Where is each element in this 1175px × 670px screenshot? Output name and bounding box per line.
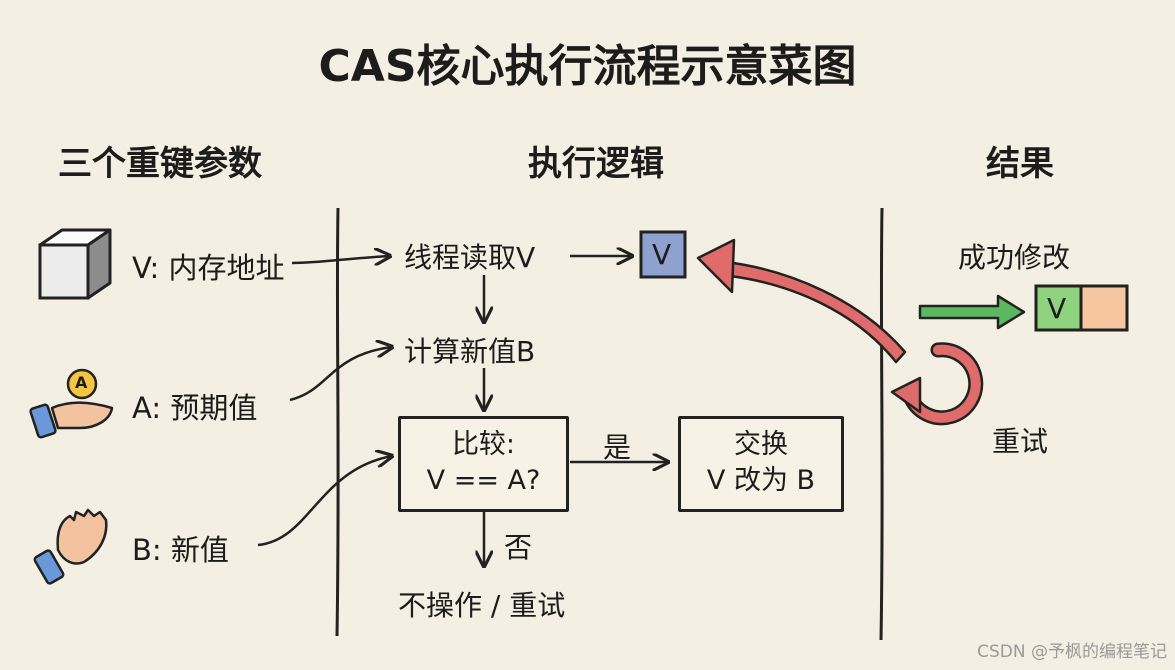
- param-b-label: B: 新值: [132, 533, 229, 567]
- cube-icon: [38, 228, 112, 300]
- arrow-v-to-read: [291, 256, 390, 263]
- swap-detail: V 改为 B: [706, 465, 816, 496]
- param-a-label: A: 预期值: [132, 391, 258, 425]
- hand-with-coin-icon: [29, 368, 114, 439]
- divider-left: [335, 207, 340, 637]
- result-success-label: 成功修改: [958, 241, 1071, 274]
- result-v-box: [1034, 284, 1083, 332]
- retry-back-arrow: [696, 238, 907, 364]
- result-v-label: V: [1047, 292, 1067, 325]
- retry-cycle-icon: [890, 342, 984, 426]
- page-title: CAS核心执行流程示意菜图: [318, 41, 857, 92]
- swap-title: 交换: [734, 429, 788, 460]
- column-header-params: 三个重键参数: [58, 144, 262, 184]
- divider-right: [879, 207, 884, 641]
- v-box: [639, 230, 687, 279]
- swap-box: 交换 V 改为 B: [678, 416, 844, 512]
- step-fail-retry: 不操作 / 重试: [398, 589, 566, 622]
- result-new-box: [1079, 284, 1129, 332]
- success-arrow: [918, 294, 1026, 330]
- result-retry-label: 重试: [992, 425, 1049, 458]
- step-read-v: 线程读取V: [404, 241, 536, 274]
- column-header-result: 结果: [986, 144, 1054, 184]
- column-header-logic: 执行逻辑: [528, 144, 664, 184]
- no-label: 否: [504, 531, 533, 564]
- compare-condition: V == A?: [426, 465, 541, 496]
- step-compute: 计算新值B: [404, 335, 536, 368]
- coin-label: A: [75, 373, 88, 392]
- arrow-a-to-compute: [289, 347, 392, 402]
- arrow-b-to-compare: [257, 456, 392, 547]
- compare-title: 比较:: [451, 429, 516, 460]
- param-v-label: V: 内存地址: [132, 251, 285, 285]
- yes-label: 是: [603, 431, 632, 464]
- v-box-label: V: [652, 238, 672, 271]
- watermark: CSDN @予枫的编程笔记: [977, 642, 1167, 662]
- waving-hand-icon: [33, 508, 108, 585]
- compare-box: 比较: V == A?: [398, 416, 569, 512]
